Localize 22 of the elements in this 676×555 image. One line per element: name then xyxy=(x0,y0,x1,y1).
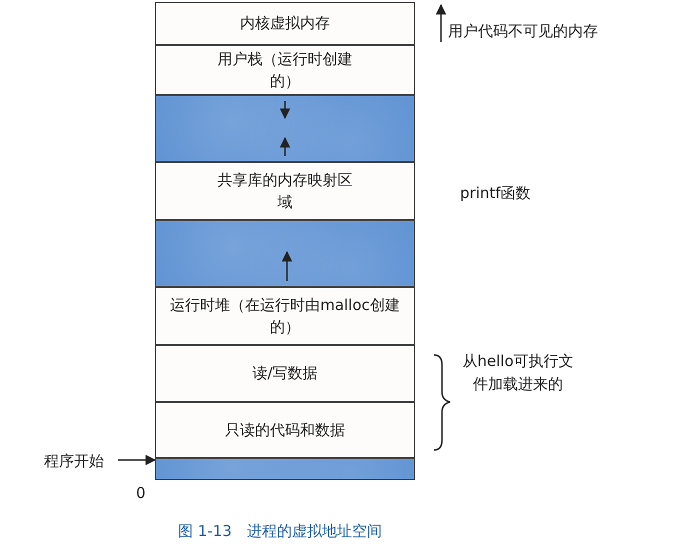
start-label: 程序开始 xyxy=(44,450,104,472)
memory-region xyxy=(155,345,415,402)
free-region xyxy=(155,95,415,162)
arrow xyxy=(118,454,156,466)
memory-region xyxy=(155,2,415,45)
memory-region xyxy=(155,162,415,220)
region-label: 共享库的内存映射区域 xyxy=(216,170,354,213)
memory-region xyxy=(155,402,415,458)
reserved-region xyxy=(155,458,415,480)
note-text: 从hello可执行文件加载进来的 xyxy=(461,351,575,394)
free-region xyxy=(155,220,415,287)
region-note: printf函数 xyxy=(460,183,531,204)
region-label: 内核虚拟内存 xyxy=(240,13,330,34)
region-label: 运行时堆（在运行时由malloc创建的） xyxy=(169,294,401,338)
figure-caption: 图 1-13 进程的虚拟地址空间 xyxy=(178,521,382,542)
address-label: 0 xyxy=(136,483,146,504)
region-label: 用户栈（运行时创建的） xyxy=(216,48,354,92)
memory-region xyxy=(155,45,415,95)
memory-region xyxy=(155,287,415,345)
region-label: 读/写数据 xyxy=(252,363,318,384)
region-label: 只读的代码和数据 xyxy=(225,420,345,441)
note-text: 用户代码不可见的内存 xyxy=(448,21,598,42)
